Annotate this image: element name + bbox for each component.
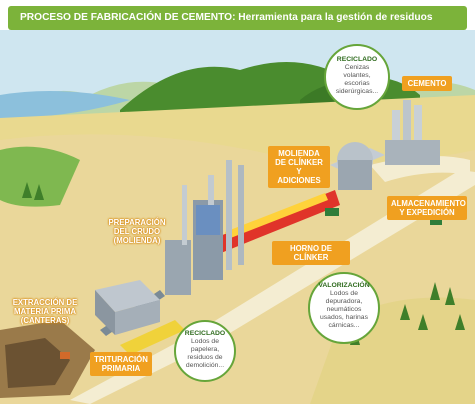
title-strong: PROCESO DE FABRICACIÓN DE CEMENTO: <box>20 12 236 23</box>
label-extraccion: EXTRACCIÓN DE MATERIA PRIMA (CANTERAS) <box>4 298 86 325</box>
label-cemento-text: CEMENTO <box>407 79 447 88</box>
title-rest: Herramienta para la gestión de residuos <box>235 12 433 23</box>
field-left <box>0 146 80 207</box>
label-molienda-line3: ADICIONES <box>277 176 321 185</box>
dispatch-building <box>385 140 440 165</box>
bubble-valorizacion-line1: Lodos de <box>330 290 358 297</box>
bubble-valorizacion-line2: depuradora, <box>325 298 363 305</box>
label-preparacion: PREPARACIÓN DEL CRUDO (MOLIENDA) <box>104 218 170 245</box>
label-preparacion-line1: PREPARACIÓN <box>108 218 166 227</box>
bubble-reciclado-top: RECICLADO Cenizas volantes, escorias sid… <box>324 44 390 110</box>
crusher-front <box>115 300 160 335</box>
label-cemento: CEMENTO <box>402 76 452 91</box>
bubble-valorizacion-line3: neumáticos <box>326 306 362 313</box>
label-almacenamiento-line2: Y EXPEDICIÓN <box>399 208 455 217</box>
label-extraccion-line3: (CANTERAS) <box>20 316 70 325</box>
diagram-title: PROCESO DE FABRICACIÓN DE CEMENTO: Herra… <box>8 6 467 30</box>
bubble-reciclado-top-line3: escorias <box>344 80 370 87</box>
label-horno: HORNO DE CLÍNKER <box>272 241 350 265</box>
bubble-reciclado-bottom-line2: papelera, <box>190 346 220 353</box>
bubble-reciclado-top-title: RECICLADO <box>336 56 378 63</box>
label-horno-text: HORNO DE CLÍNKER <box>289 244 333 262</box>
bubble-reciclado-bottom-title: RECICLADO <box>184 330 226 337</box>
cement-silo-3 <box>414 105 422 160</box>
label-extraccion-line2: MATERIA PRIMA <box>14 307 76 316</box>
bubble-reciclado-top-line1: Cenizas <box>344 64 370 71</box>
bubble-reciclado-bottom-line1: Lodos de <box>191 338 219 345</box>
label-preparacion-line2: DEL CRUDO <box>113 227 161 236</box>
raw-pile <box>120 320 185 355</box>
label-trituracion: TRITURACIÓN PRIMARIA <box>90 352 152 376</box>
label-trituracion-line1: TRITURACIÓN <box>94 355 148 364</box>
bubble-reciclado-top-line4: siderúrgicas... <box>335 88 379 95</box>
cement-silo-2 <box>403 100 411 160</box>
bubble-valorizacion-line5: cárnicas... <box>328 322 360 329</box>
label-molienda-line2: DE CLÍNKER Y <box>275 158 323 176</box>
stack-2 <box>226 160 232 270</box>
label-molienda-line1: MOLIENDA <box>278 149 320 158</box>
bubble-reciclado-bottom-line4: demolición... <box>185 362 225 369</box>
kiln-flame <box>225 193 328 239</box>
stack-3 <box>238 165 244 265</box>
mill-body <box>338 160 372 190</box>
bubble-valorizacion-line4: usados, harinas <box>320 314 368 321</box>
truck-1 <box>325 208 339 216</box>
stack-1 <box>208 175 214 205</box>
bubble-reciclado-top-line2: volantes, <box>343 72 371 79</box>
truck-2 <box>430 218 442 225</box>
crusher-roof <box>95 280 160 312</box>
bubble-reciclado-bottom-line3: residuos de <box>187 354 223 361</box>
stack-4 <box>182 185 187 245</box>
bubble-valorizacion: VALORIZACIÓN Lodos de depuradora, neumát… <box>308 272 380 344</box>
preheater-glass <box>196 205 220 235</box>
bubble-valorizacion-title: VALORIZACIÓN <box>318 282 370 289</box>
lake <box>0 91 130 118</box>
cement-silo-1 <box>392 110 400 160</box>
label-molienda: MOLIENDA DE CLÍNKER Y ADICIONES <box>268 146 330 188</box>
label-extraccion-line1: EXTRACCIÓN DE <box>12 298 78 307</box>
quarry-truck <box>60 352 70 359</box>
label-almacenamiento-line1: ALMACENAMIENTO <box>391 199 466 208</box>
road <box>70 170 475 404</box>
label-preparacion-line3: (MOLIENDA) <box>113 236 161 245</box>
crusher-wall <box>95 290 115 335</box>
silo-left <box>165 240 191 295</box>
label-almacenamiento: ALMACENAMIENTO Y EXPEDICIÓN <box>387 196 467 220</box>
label-trituracion-line2: PRIMARIA <box>101 364 141 373</box>
quarry-pit <box>5 338 70 388</box>
bubble-reciclado-bottom: RECICLADO Lodos de papelera, residuos de… <box>174 320 236 382</box>
